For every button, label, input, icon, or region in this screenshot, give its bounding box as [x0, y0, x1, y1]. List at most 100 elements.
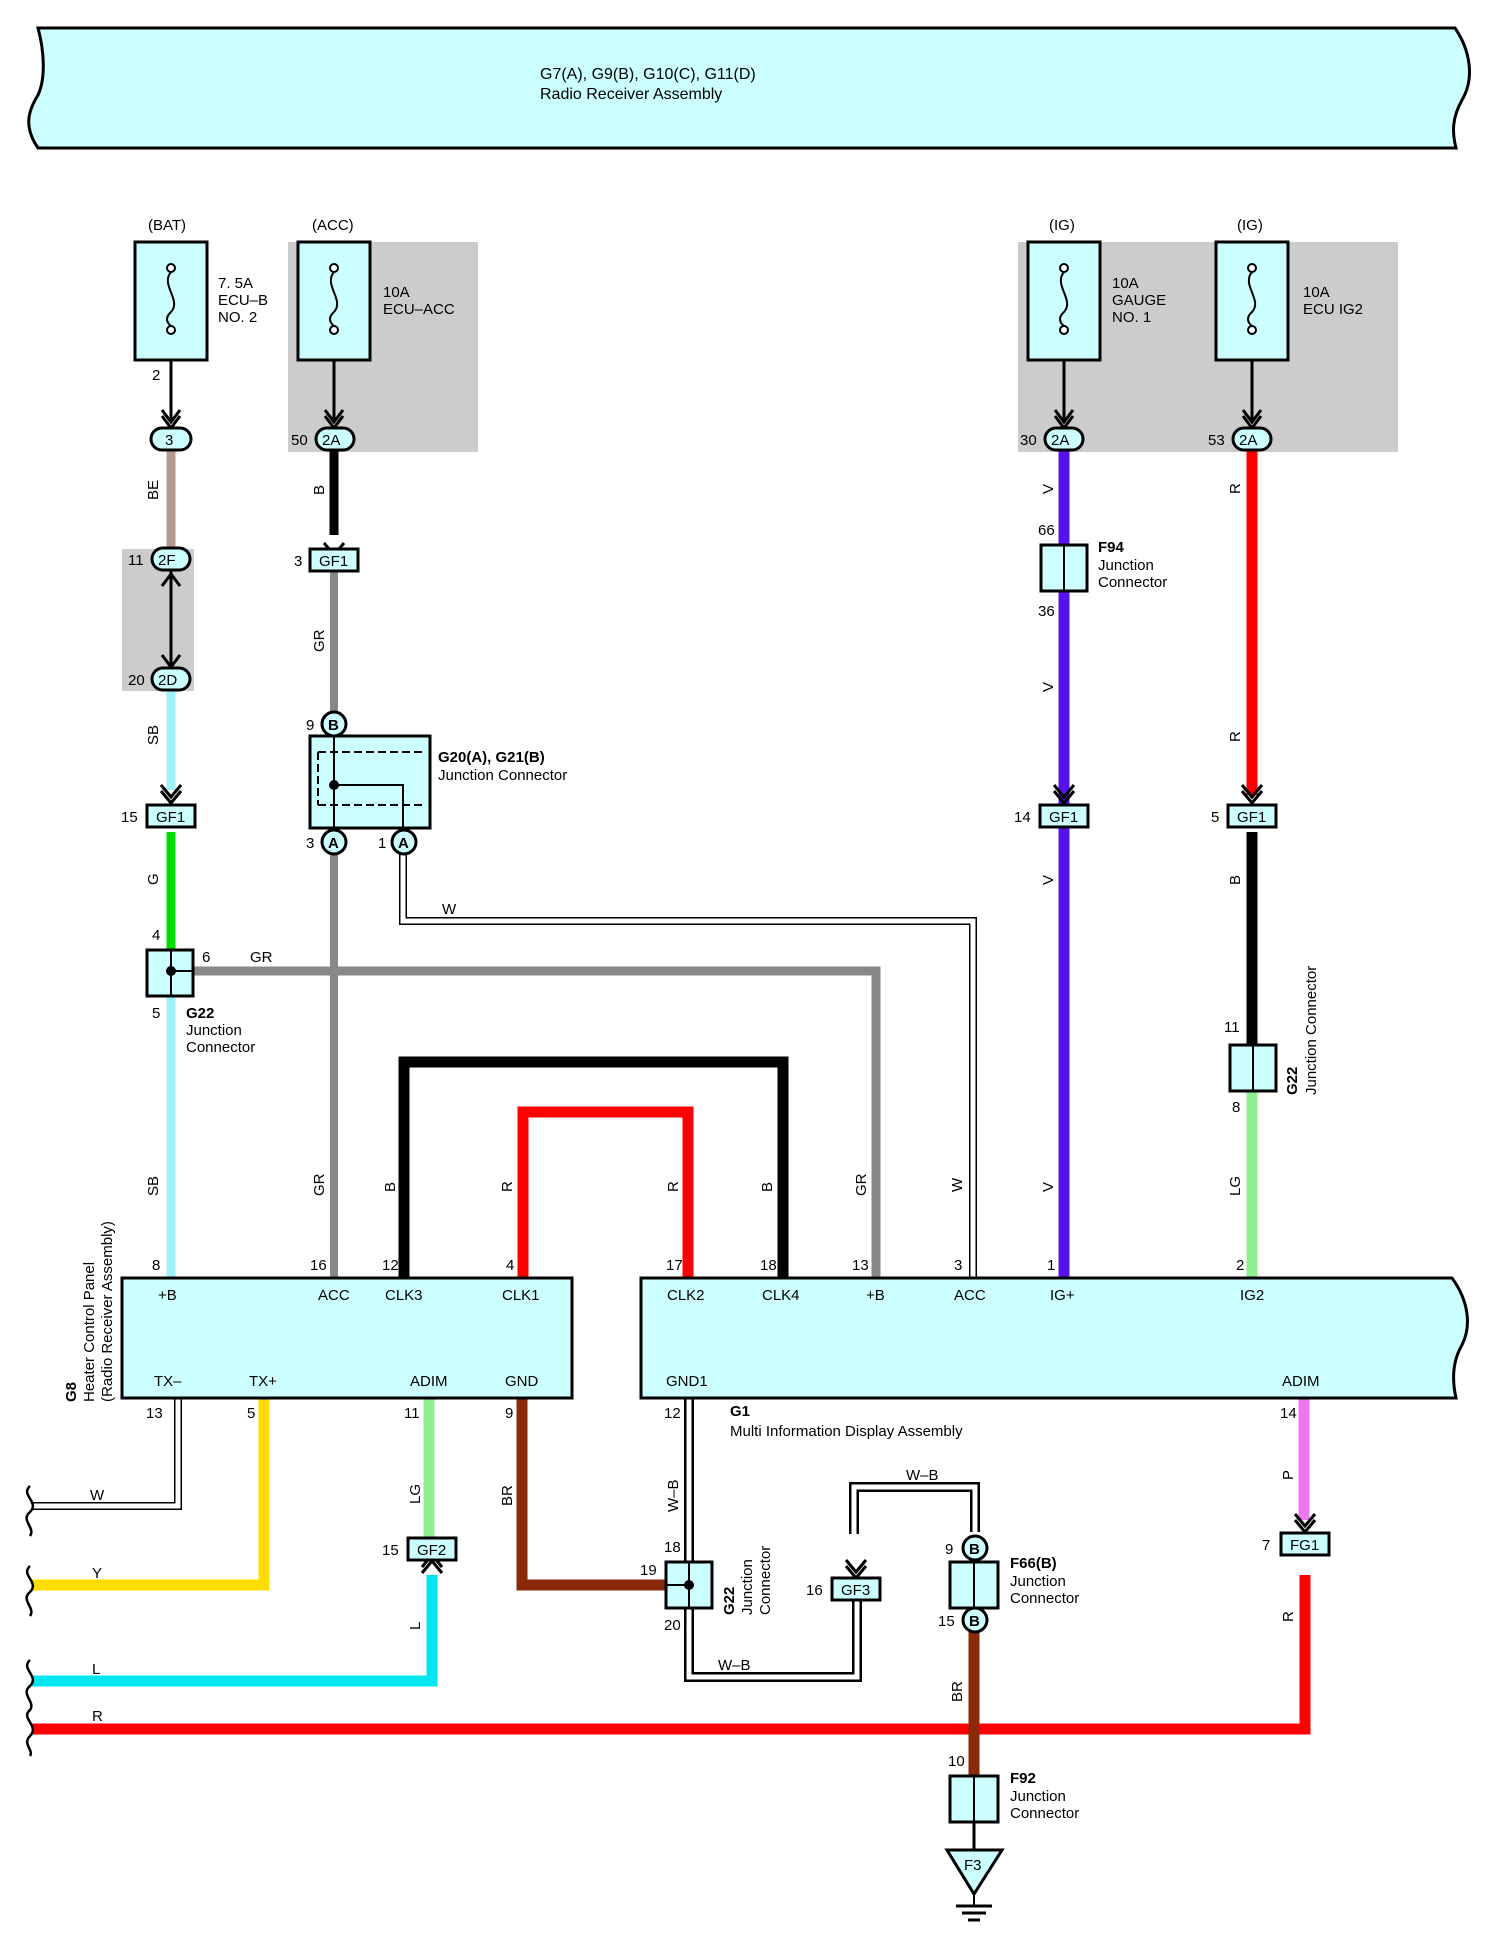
g1-pin-plusb: 13: [852, 1257, 869, 1274]
g1-pin-adim: 14: [1280, 1405, 1297, 1422]
wire-label-b-clk3: B: [382, 1182, 399, 1192]
junction-g20-g21: [308, 712, 432, 830]
g8-label-clk1: CLK1: [502, 1287, 540, 1304]
banner-title: G7(A), G9(B), G10(C), G11(D): [540, 66, 756, 83]
junction-f66-pin-bottom: 15: [938, 1613, 955, 1630]
connector-gf1-acc-pin: 3: [294, 553, 302, 570]
fuse-source-ig-ecu: (IG): [1237, 217, 1263, 234]
wire-label-r-ig2-2: R: [1227, 731, 1244, 742]
wire-r-bottom: [32, 1575, 1311, 1735]
junction-g22-mid-pin-bottom: 20: [664, 1617, 681, 1634]
connector-ig2-2a-pin: 53: [1208, 432, 1225, 449]
junction-g22-left-desc2: Connector: [186, 1039, 255, 1056]
junction-g22-right-desc: Junction Connector: [1303, 966, 1320, 1095]
g8-pin-adim: 11: [404, 1405, 420, 1422]
g1-label-clk2: CLK2: [667, 1287, 705, 1304]
g8-pin-txplus: 5: [247, 1405, 255, 1422]
connector-gf1-r: [1226, 803, 1278, 829]
wire-label-r-clk2: R: [665, 1181, 682, 1192]
wire-label-wb-bottom: W–B: [718, 1657, 751, 1674]
connector-ig2-2a-label: 2A: [1239, 432, 1257, 449]
g8-pin-plusb: 8: [152, 1257, 160, 1274]
connector-gf3-label: GF3: [841, 1582, 870, 1599]
connector-acc-2a: [314, 426, 356, 452]
connector-gf2: [406, 1536, 458, 1562]
ground-f3-label: F3: [964, 1857, 982, 1874]
wire-label-r-bottom: R: [92, 1708, 103, 1725]
multi-info-display-box: [639, 1276, 1469, 1400]
junction-f92-desc1: Junction: [1010, 1788, 1066, 1805]
connector-f66-b-bottom: [961, 1606, 989, 1634]
connector-3-label: 3: [165, 432, 173, 449]
wire-label-gr-horizontal: GR: [250, 949, 273, 966]
g8-desc1: Heater Control Panel: [81, 1262, 98, 1402]
connector-g20-b-pin: 9: [306, 717, 314, 734]
g1-pin-gnd1: 12: [664, 1405, 681, 1422]
ground-icon: [944, 1848, 1005, 1922]
wire-l: [32, 1575, 438, 1687]
connector-2f-pin: 11: [128, 552, 144, 569]
wire-label-y: Y: [92, 1565, 102, 1582]
junction-g22-right-pin-top: 11: [1224, 1019, 1240, 1036]
connector-fg1: [1279, 1531, 1331, 1557]
g8-pin-txminus: 13: [146, 1405, 163, 1422]
g1-pin-clk4: 18: [760, 1257, 777, 1274]
junction-f66-desc1: Junction: [1010, 1573, 1066, 1590]
junction-g22-mid-desc1: Junction: [739, 1559, 756, 1615]
fuse-ecu-b-no2: [133, 240, 209, 362]
g8-label-txplus: TX+: [249, 1373, 277, 1390]
junction-f92: [948, 1774, 1000, 1824]
wire-label-v-3: V: [1040, 875, 1057, 885]
junction-g22-left-title: G22: [186, 1005, 214, 1022]
fuse-name-gauge: GAUGE: [1112, 292, 1166, 309]
g8-label-adim: ADIM: [410, 1373, 448, 1390]
wire-label-sb-lower: SB: [145, 1176, 162, 1196]
connector-2f-label: 2F: [158, 552, 176, 569]
connector-2d-pin: 20: [128, 672, 145, 689]
wire-wb-f66-outer: [849, 1482, 980, 1534]
junction-f66: [948, 1560, 1000, 1610]
junction-f66-pin-top: 9: [945, 1541, 953, 1558]
g1-label-plusb: +B: [866, 1287, 885, 1304]
junction-g22-right: [1228, 1043, 1278, 1093]
connector-g20-a2-label: A: [398, 835, 409, 852]
wire-r-clk-loop: [517, 1106, 694, 1278]
junction-g20-title: G20(A), G21(B): [438, 749, 545, 766]
connector-gf1-bat-pin: 15: [121, 809, 138, 826]
wire-label-gr-acc: GR: [311, 629, 328, 652]
wire-label-w-acc: W: [949, 1177, 966, 1192]
g1-name: G1: [730, 1403, 750, 1420]
g8-pin-acc: 16: [310, 1257, 327, 1274]
wire-label-b-clk4: B: [759, 1182, 776, 1192]
connector-gf3-pin: 16: [806, 1582, 823, 1599]
wire-w-acc-inner: [400, 852, 976, 1278]
banner-subtitle: Radio Receiver Assembly: [540, 86, 722, 103]
g8-label-plusb: +B: [158, 1287, 177, 1304]
wire-gr-plusb: [192, 966, 881, 1278]
connector-2d-label: 2D: [158, 672, 177, 689]
junction-g22-mid-pin-top: 18: [664, 1539, 681, 1556]
fuse-ecu-acc: [296, 240, 372, 362]
g1-desc: Multi Information Display Assembly: [730, 1423, 963, 1440]
connector-gauge-2a-label: 2A: [1051, 432, 1069, 449]
fuse-rating-ecu-acc: 10A: [383, 284, 410, 301]
connector-gf1-v-label: GF1: [1049, 809, 1078, 826]
connector-gauge-2a: [1043, 426, 1085, 452]
wire-label-wb-vertical: W–B: [665, 1479, 682, 1512]
connector-acc-2a-label: 2A: [322, 432, 340, 449]
g1-label-adim: ADIM: [1282, 1373, 1320, 1390]
connector-gf1-acc: [308, 547, 360, 573]
junction-f66-desc2: Connector: [1010, 1590, 1079, 1607]
connector-gf1-r-label: GF1: [1237, 809, 1266, 826]
fuse-rating-gauge: 10A: [1112, 275, 1139, 292]
connector-g20-a2: [390, 828, 418, 856]
junction-f94-title: F94: [1098, 539, 1125, 556]
g8-name: G8: [63, 1382, 80, 1402]
junction-g22-left: [145, 948, 195, 998]
wire-label-l: L: [92, 1661, 100, 1678]
fuse-name-ecu-b: ECU–B: [218, 292, 268, 309]
wire-label-sb-upper: SB: [145, 725, 162, 745]
connector-gf1-bat-label: GF1: [156, 809, 185, 826]
g8-label-clk3: CLK3: [385, 1287, 423, 1304]
wire-label-w-horizontal: W: [442, 901, 457, 918]
